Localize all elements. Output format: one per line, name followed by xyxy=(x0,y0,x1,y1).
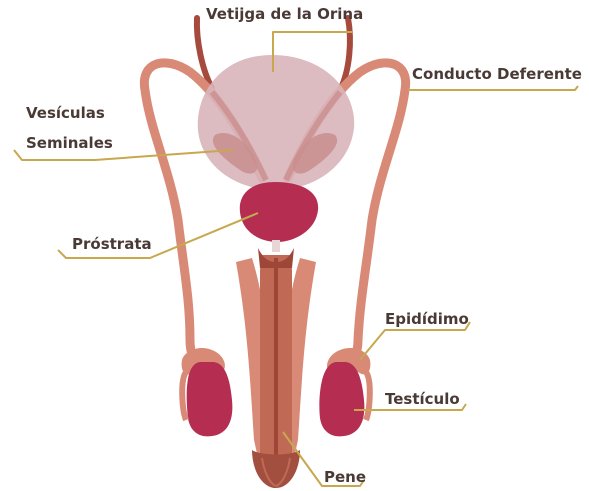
right-testicle xyxy=(319,362,364,436)
label-seminal-vesicles-line1: Vesículas xyxy=(26,104,105,122)
label-penis: Pene xyxy=(324,468,366,486)
glans xyxy=(252,450,300,488)
prostate xyxy=(240,182,318,242)
label-prostate: Próstrata xyxy=(72,235,152,253)
vas-deferens-leader xyxy=(408,86,578,90)
bladder xyxy=(198,55,354,190)
urethra-connector xyxy=(272,240,280,252)
label-vas-deferens: Conducto Deferente xyxy=(412,65,582,83)
label-bladder: Vetijga de la Orina xyxy=(206,5,363,23)
label-seminal-vesicles-line2: Seminales xyxy=(26,134,113,152)
left-testicle xyxy=(187,362,233,436)
label-testicle: Testículo xyxy=(385,390,460,408)
label-epididymis: Epidídimo xyxy=(385,310,469,328)
